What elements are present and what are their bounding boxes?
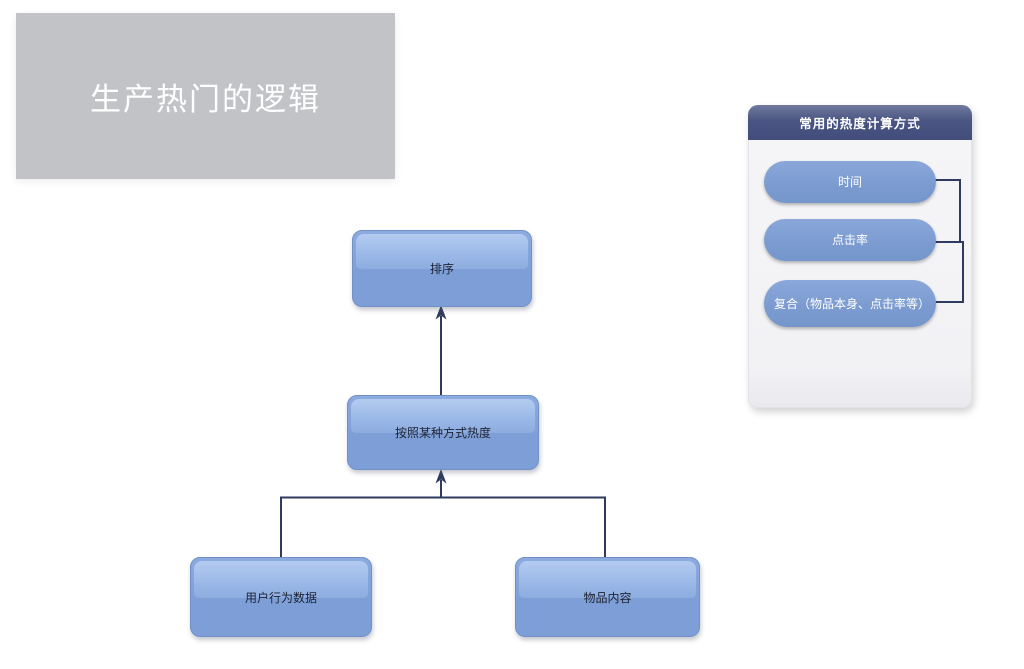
pill-composite: 复合（物品本身、点击率等）	[764, 280, 936, 327]
title-box: 生产热门的逻辑	[16, 13, 395, 179]
page-title: 生产热门的逻辑	[90, 81, 321, 117]
node-item-content: 物品内容	[515, 557, 700, 637]
pill-composite-label: 复合（物品本身、点击率等）	[774, 296, 931, 311]
node-method-label: 按照某种方式热度	[394, 426, 491, 440]
node-sort-label: 排序	[429, 262, 454, 276]
heat-methods-panel: 常用的热度计算方式 时间 点击率 复合（物品本身、点击率等）	[748, 105, 972, 408]
node-behavior-label: 用户行为数据	[244, 590, 317, 605]
arrow-sources-to-method	[280, 469, 606, 557]
pill-click-rate: 点击率	[764, 219, 936, 261]
node-content-label: 物品内容	[583, 590, 632, 605]
node-sort: 排序	[352, 230, 532, 307]
panel-header: 常用的热度计算方式	[748, 105, 972, 140]
pill-time-label: 时间	[837, 175, 862, 189]
panel-body: 时间 点击率 复合（物品本身、点击率等）	[748, 140, 972, 408]
node-method: 按照某种方式热度	[347, 395, 539, 470]
arrow-method-to-sort	[435, 305, 447, 397]
pill-time: 时间	[764, 161, 936, 203]
panel-header-label: 常用的热度计算方式	[799, 117, 921, 131]
node-user-behavior-data: 用户行为数据	[190, 557, 372, 637]
pill-click-rate-label: 点击率	[831, 233, 868, 247]
